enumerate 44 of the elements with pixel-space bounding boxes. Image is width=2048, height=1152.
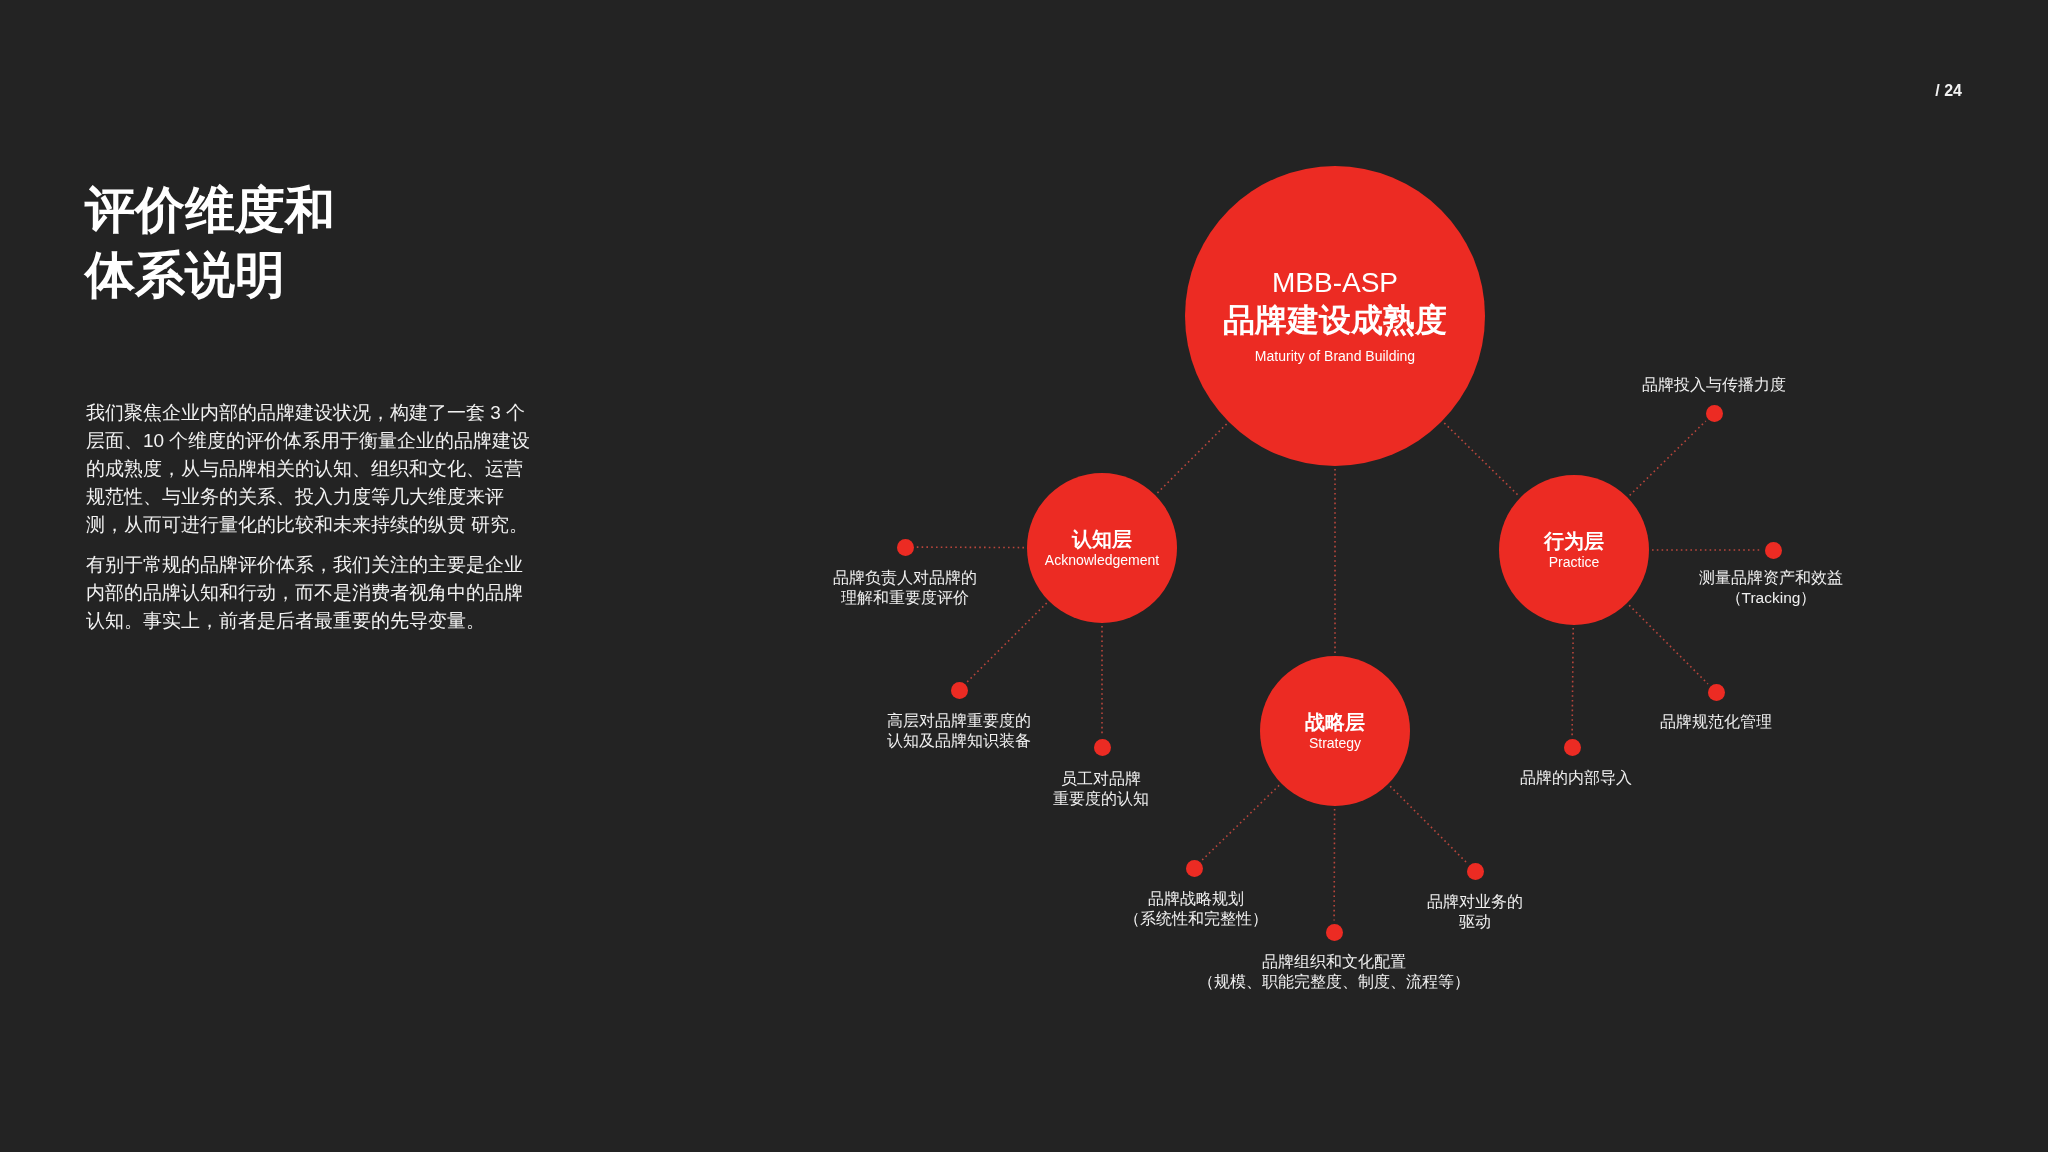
dot-label: 测量品牌资产和效益（Tracking） (1699, 568, 1843, 608)
dot-icon (1185, 859, 1203, 877)
connector-line (1201, 784, 1280, 861)
connector-line (1571, 627, 1574, 737)
dot-label: 品牌战略规划（系统性和完整性） (1124, 889, 1268, 929)
circle-title: 行为层 (1544, 529, 1604, 553)
dot-label: 品牌的内部导入 (1520, 768, 1632, 788)
body-text: 我们聚焦企业内部的品牌建设状况，构建了一套 3 个层面、10 个维度的评价体系用于衡量企业的品牌建设的成熟度，从与品牌相关的认知、组织和文化、运营规范性、与业务的关系、投入力度等几大维度来评测，从而可进行量化的比较和未来持续的纵贯 研究。 (86, 401, 532, 537)
circle-heading: MBB-ASP (1272, 266, 1398, 300)
dot-icon (1325, 923, 1343, 941)
circle-subtitle: Strategy (1308, 734, 1362, 752)
dot-icon (1466, 862, 1484, 880)
circle-subtitle: Practice (1548, 553, 1600, 571)
connector-line (1443, 422, 1520, 497)
connector-line (1334, 468, 1336, 654)
body-text: 有别于常规的品牌评价体系，我们关注的主要是企业内部的品牌认知和行动，而不是消费者视角中的品牌认知。事实上，前者是后者最重要的先导变量。 (86, 553, 524, 633)
connector-line (1628, 420, 1707, 497)
dot-icon (1563, 738, 1581, 756)
circle-subtitle: Maturity of Brand Building (1254, 347, 1416, 366)
connector-line (1389, 785, 1468, 864)
connector-line (1156, 423, 1228, 494)
dot-icon (1705, 404, 1723, 422)
connector-line (1628, 604, 1709, 685)
connector-line (966, 602, 1048, 683)
dot-label: 品牌规范化管理 (1660, 712, 1772, 732)
circle-title: 认知层 (1072, 527, 1132, 551)
page-number: / 24 (1935, 81, 1962, 101)
dot-label: 高层对品牌重要度的认知及品牌知识装备 (887, 711, 1031, 751)
connector-line (1333, 808, 1336, 922)
connector-line (915, 546, 1025, 549)
page-title: 评价维度和体系说明 (85, 181, 336, 305)
circle-subtitle: Acknowledgement (1044, 551, 1160, 569)
dot-label: 品牌投入与传播力度 (1642, 375, 1786, 395)
dot-icon (896, 538, 914, 556)
dot-label: 品牌负责人对品牌的理解和重要度评价 (833, 568, 977, 608)
dot-icon (950, 681, 968, 699)
dot-label: 品牌对业务的驱动 (1427, 892, 1523, 932)
dot-icon (1764, 541, 1782, 559)
dot-label: 品牌组织和文化配置（规模、职能完整度、制度、流程等） (1198, 952, 1470, 992)
dot-icon (1707, 683, 1725, 701)
circle-title: 战略层 (1305, 710, 1365, 734)
dot-label: 员工对品牌重要度的认知 (1053, 769, 1149, 809)
circle-title: 品牌建设成熟度 (1223, 301, 1447, 340)
dot-icon (1093, 738, 1111, 756)
